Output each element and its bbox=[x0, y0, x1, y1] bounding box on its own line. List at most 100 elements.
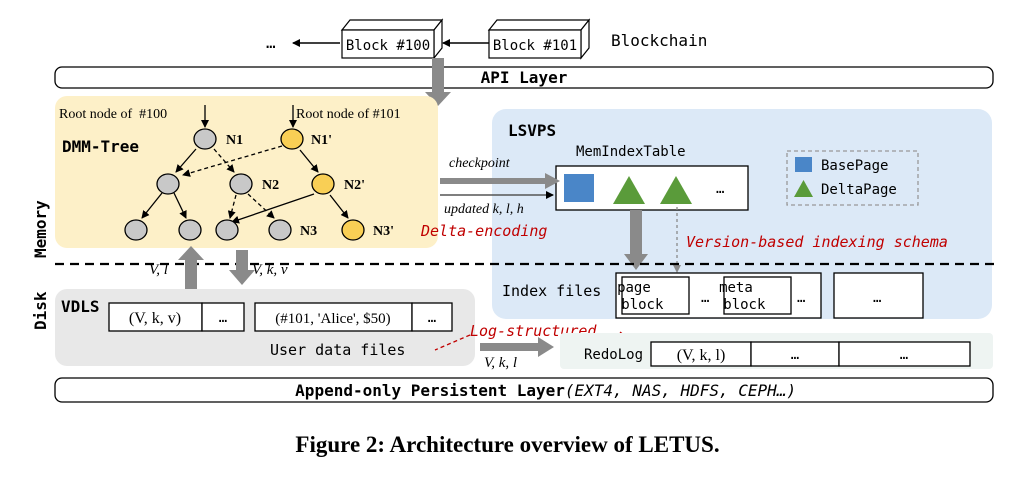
node-m bbox=[215, 219, 239, 241]
vl-label: V, l bbox=[149, 262, 168, 278]
vkv-down-arrow bbox=[229, 250, 255, 285]
legend: BasePage DeltaPage bbox=[786, 150, 919, 206]
meta-block-line1: meta bbox=[719, 280, 753, 296]
redolog-cell-2-text: … bbox=[791, 347, 799, 363]
root-100-label: Root node of #100 bbox=[59, 107, 167, 122]
node-n3p bbox=[341, 219, 365, 241]
redolog-cell-2 bbox=[750, 341, 840, 367]
label-n2: N2 bbox=[262, 178, 279, 193]
delta-page-1 bbox=[613, 176, 645, 204]
index-extra-ellipsis: … bbox=[873, 290, 881, 306]
figure-caption: Figure 2: Architecture overview of LETUS… bbox=[295, 432, 720, 457]
api-layer-box bbox=[54, 66, 994, 89]
edge-n1p-n2p bbox=[299, 149, 319, 173]
dmm-tree-title: DMM-Tree bbox=[62, 137, 139, 156]
page-block-line1: page bbox=[617, 280, 651, 296]
persistent-layer-box bbox=[54, 377, 994, 403]
vkl-label: V, k, l bbox=[484, 355, 517, 371]
updated-label: updated k, l, h bbox=[444, 202, 524, 217]
delta-page-2 bbox=[660, 176, 692, 204]
checkpoint-label: checkpoint bbox=[449, 156, 511, 171]
vl-up-arrow bbox=[178, 246, 204, 292]
edge-n1-left bbox=[175, 148, 197, 173]
label-n1p: N1' bbox=[311, 133, 332, 148]
chain-ellipsis: … bbox=[266, 33, 276, 52]
vkl-arrow bbox=[480, 337, 554, 357]
label-n3p: N3' bbox=[373, 224, 394, 239]
vdls-cell-4-text: … bbox=[428, 310, 436, 326]
vdls-title: VDLS bbox=[61, 297, 100, 316]
legend-box bbox=[786, 150, 919, 206]
block-101: Block #101 bbox=[487, 18, 591, 60]
legend-base-label: BasePage bbox=[821, 158, 888, 174]
page-block-line2: block bbox=[621, 297, 664, 313]
node-lr bbox=[178, 219, 202, 241]
node-n3 bbox=[268, 219, 292, 241]
vkv-label: V, k, v bbox=[252, 262, 288, 278]
legend-base-swatch bbox=[795, 157, 812, 172]
version-schema-label: Version-based indexing schema bbox=[686, 233, 948, 251]
label-n1: N1 bbox=[226, 133, 243, 148]
edge-n2p-a bbox=[231, 193, 315, 224]
meta-block bbox=[723, 276, 792, 315]
edge-n2p-n3p bbox=[329, 194, 349, 219]
tree-nodes bbox=[124, 128, 365, 241]
persistent-layer-label: Append-only Persistent Layer(EXT4, NAS, … bbox=[247, 381, 825, 400]
block-100-label: Block #100 bbox=[346, 38, 430, 54]
block-to-api-arrow bbox=[425, 58, 451, 106]
edge-n2-n3 bbox=[247, 193, 275, 219]
node-n2 bbox=[229, 173, 253, 195]
meta-block-line2: block bbox=[723, 297, 766, 313]
index-ellipsis-1: … bbox=[701, 290, 709, 306]
blockchain-label: Blockchain bbox=[611, 31, 707, 50]
block-100: Block #100 bbox=[340, 18, 444, 60]
log-structured-link-left bbox=[434, 334, 471, 351]
node-n1p bbox=[280, 128, 304, 150]
page-block-label: page block bbox=[617, 280, 693, 313]
legend-delta-label: DeltaPage bbox=[821, 182, 897, 198]
meta-block-label: meta block bbox=[719, 280, 795, 313]
node-labels: N1 N1' N2 N2' N3 N3' bbox=[226, 133, 394, 239]
user-data-files-label: User data files bbox=[270, 341, 405, 359]
persistent-layer-bold: Append-only Persistent Layer bbox=[295, 381, 565, 400]
memindex-ellipsis: … bbox=[716, 181, 724, 197]
blockchain-row: … Block #100 Block #101 Blockchain bbox=[266, 18, 707, 60]
tree-edges bbox=[141, 145, 349, 224]
memindex-title: MemIndexTable bbox=[576, 144, 686, 160]
vdls-cell-2-text: … bbox=[219, 310, 227, 326]
lsvps-panel bbox=[492, 109, 992, 319]
vdls-cell-1-text: (V, k, v) bbox=[129, 310, 181, 327]
edge-l-ll bbox=[141, 192, 163, 219]
node-left bbox=[156, 173, 180, 195]
redolog-label: RedoLog bbox=[584, 347, 643, 363]
vdls-cell-3-text: (#101, 'Alice', $50) bbox=[275, 311, 390, 327]
api-layer-label: API Layer bbox=[481, 68, 568, 87]
block-101-label: Block #101 bbox=[493, 38, 577, 54]
vdls-cell-2 bbox=[201, 302, 245, 332]
index-extra-box bbox=[833, 272, 924, 319]
label-n2p: N2' bbox=[344, 178, 365, 193]
edge-n2-a bbox=[227, 194, 237, 219]
edge-n1-n2 bbox=[213, 148, 235, 173]
edge-l-lr bbox=[173, 192, 187, 219]
redolog-cell-3-text: … bbox=[900, 347, 908, 363]
node-n2p bbox=[311, 173, 335, 195]
vdls-cell-4 bbox=[411, 302, 453, 332]
node-ll bbox=[124, 219, 148, 241]
redolog-cell-1-text: (V, k, l) bbox=[677, 347, 726, 364]
vdls-cell-1 bbox=[108, 302, 203, 332]
memory-label: Memory bbox=[31, 200, 50, 258]
redolog-cell-3 bbox=[838, 341, 971, 367]
delta-encoding-label: Delta-encoding bbox=[420, 222, 547, 240]
page-block bbox=[621, 276, 690, 315]
memindex-to-index-arrow bbox=[624, 210, 648, 270]
label-n3: N3 bbox=[300, 224, 317, 239]
node-n1 bbox=[193, 128, 217, 150]
disk-label: Disk bbox=[31, 291, 50, 330]
index-ellipsis-2: … bbox=[797, 290, 805, 306]
root-101-label: Root node of #101 bbox=[296, 107, 401, 122]
legend-delta-swatch bbox=[794, 180, 813, 197]
persistent-layer-italic: (EXT4, NAS, HDFS, CEPH…) bbox=[565, 381, 796, 400]
lsvps-title: LSVPS bbox=[508, 121, 556, 140]
